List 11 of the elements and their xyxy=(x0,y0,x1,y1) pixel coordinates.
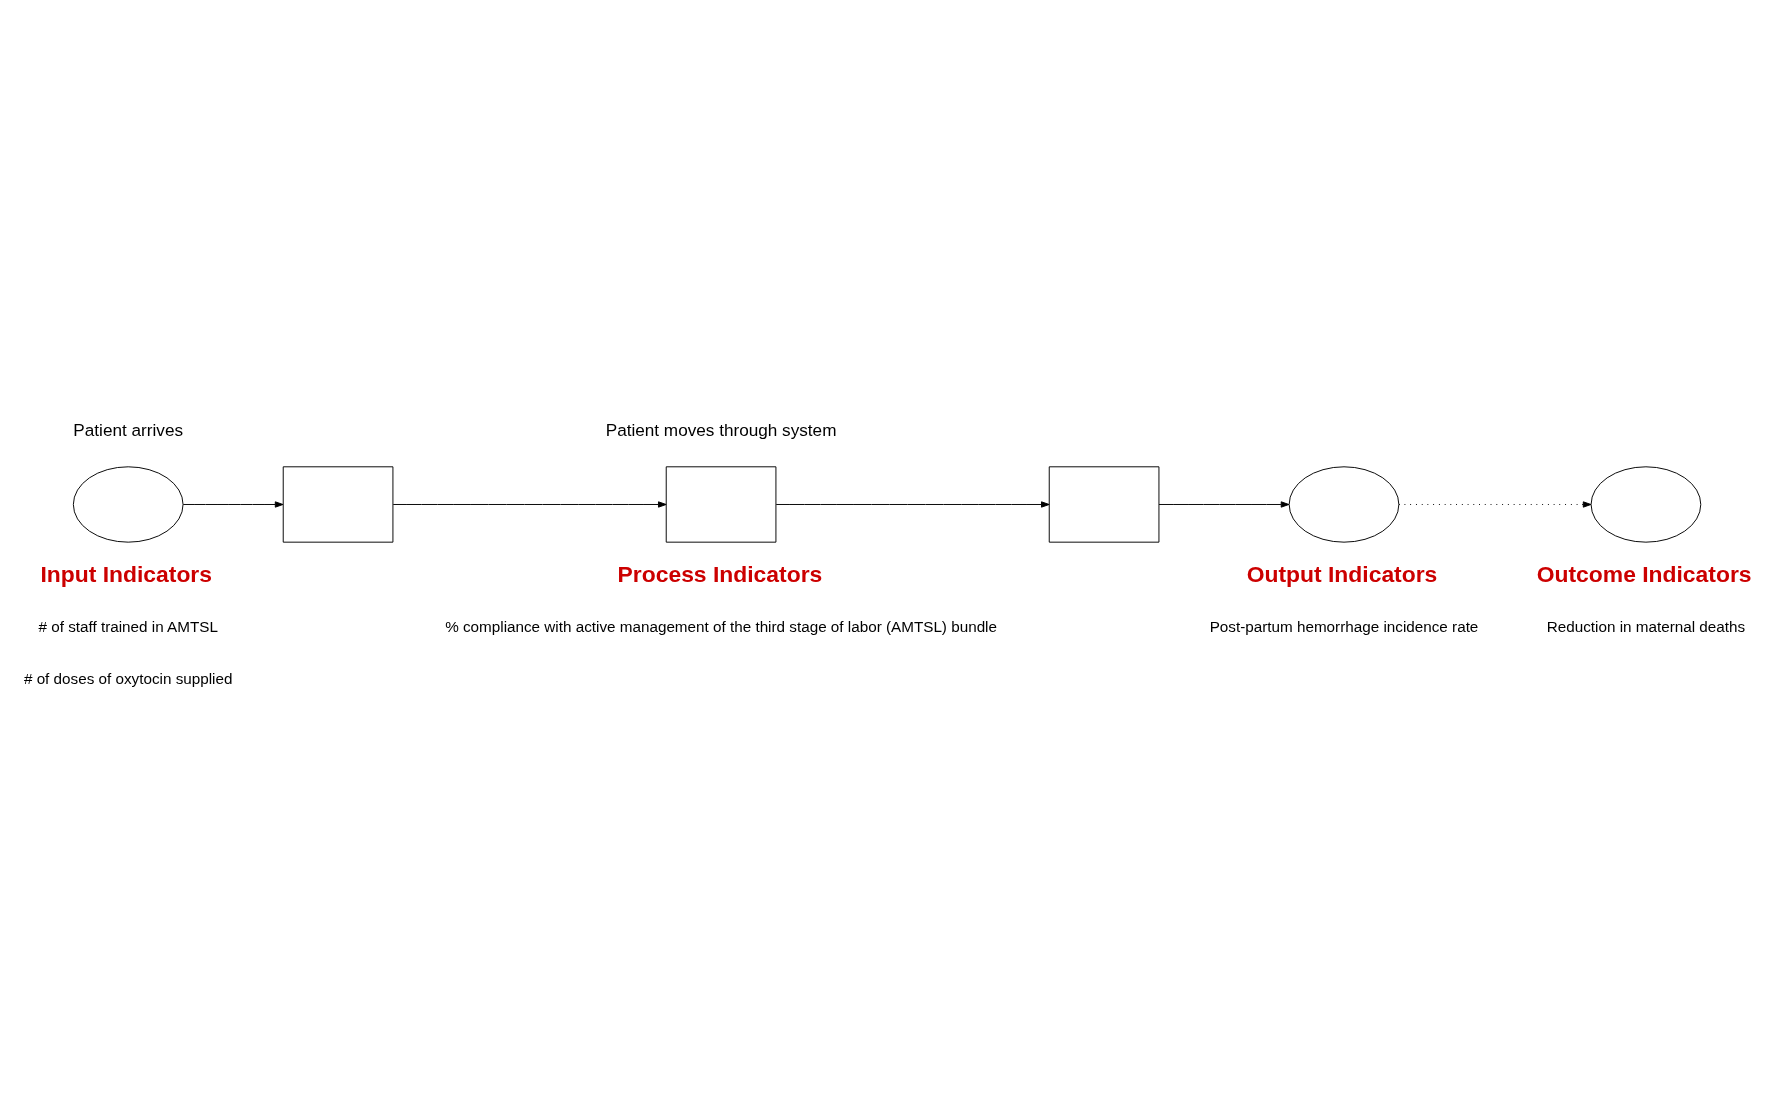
label: # of doses of oxytocin supplied xyxy=(23,669,233,687)
label: % compliance with active management of the third stage of labor (AMTSL) bundle xyxy=(445,617,997,635)
label: Post-partum hemorrhage incidence rate xyxy=(1209,617,1479,635)
label: Outcome Indicators xyxy=(1536,560,1752,587)
label: Reduction in maternal deaths xyxy=(1546,617,1746,635)
label: Patient arrives xyxy=(73,419,184,440)
label: Input Indicators xyxy=(40,560,212,587)
label: Output Indicators xyxy=(1246,560,1438,587)
label: Process Indicators xyxy=(617,560,823,587)
label: # of staff trained in AMTSL xyxy=(38,617,218,635)
label: Patient moves through system xyxy=(605,419,837,440)
